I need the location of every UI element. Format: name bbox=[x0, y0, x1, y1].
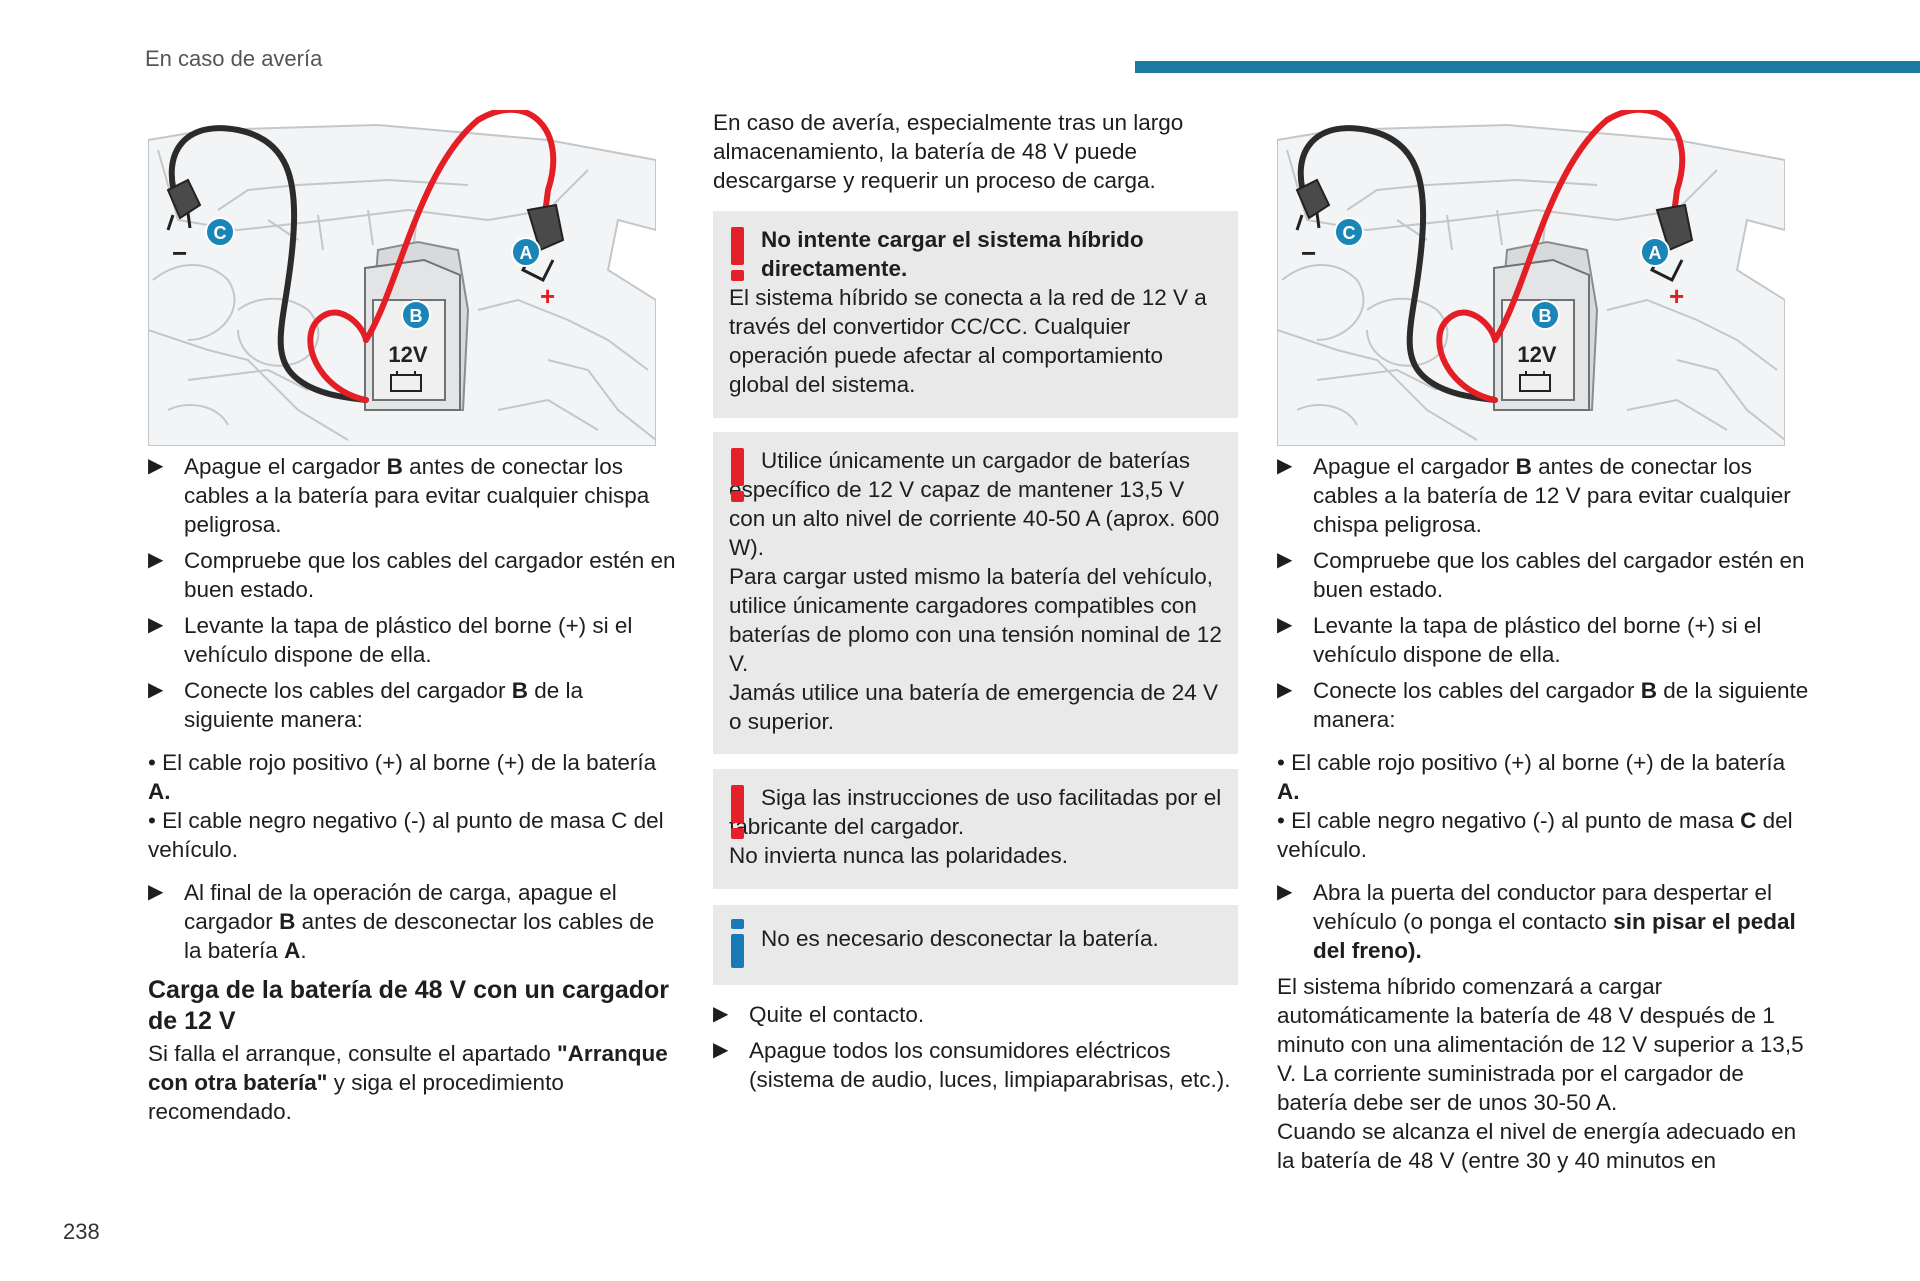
diagram-right: − + C A B 12V bbox=[1277, 110, 1785, 446]
triangle-bullet-icon: ▶ bbox=[1277, 549, 1293, 571]
triangle-bullet-icon: ▶ bbox=[713, 1039, 729, 1061]
triangle-bullet-icon: ▶ bbox=[148, 549, 164, 571]
page-header-title: En caso de avería bbox=[145, 46, 323, 71]
section-paragraph: Si falla el arranque, consulte el aparta… bbox=[148, 1041, 668, 1124]
list-item: ▶Compruebe que los cables del cargador e… bbox=[148, 548, 676, 602]
right-instructions: ▶Apague el cargador B antes de conectar … bbox=[1277, 452, 1812, 1175]
label-b: B bbox=[401, 300, 431, 330]
battery-charger-diagram: − + C A B 12V bbox=[148, 110, 656, 446]
plus-sign: + bbox=[540, 281, 555, 311]
triangle-bullet-icon: ▶ bbox=[1277, 679, 1293, 701]
battery-charger-diagram: − + C A B 12V bbox=[1277, 110, 1785, 446]
label-a: A bbox=[1640, 237, 1670, 267]
intro-paragraph: En caso de avería, especialmente tras un… bbox=[713, 110, 1184, 193]
label-a: A bbox=[511, 237, 541, 267]
triangle-bullet-icon: ▶ bbox=[148, 679, 164, 701]
svg-text:A: A bbox=[520, 243, 533, 263]
list-item: ▶Al final de la operación de carga, apag… bbox=[148, 880, 655, 963]
minus-sign: − bbox=[172, 238, 187, 268]
connection-steps: • El cable rojo positivo (+) al borne (+… bbox=[148, 750, 664, 862]
list-item: ▶Levante la tapa de plástico del borne (… bbox=[148, 613, 633, 667]
charging-paragraph: El sistema híbrido comenzará a cargar au… bbox=[1277, 974, 1804, 1115]
middle-instructions: ▶Quite el contacto. ▶Apague todos los co… bbox=[713, 1000, 1238, 1101]
page-number: 238 bbox=[63, 1219, 100, 1244]
list-item: ▶Apague el cargador B antes de conectar … bbox=[1277, 454, 1791, 537]
header-accent-bar bbox=[1135, 61, 1920, 73]
list-item: ▶Levante la tapa de plástico del borne (… bbox=[1277, 613, 1762, 667]
exclamation-icon bbox=[725, 227, 751, 281]
svg-text:C: C bbox=[214, 223, 227, 243]
left-instructions: ▶Apague el cargador B antes de conectar … bbox=[148, 452, 678, 1126]
svg-text:A: A bbox=[1649, 243, 1662, 263]
list-item: ▶Conecte los cables del cargador B de la… bbox=[148, 678, 583, 732]
label-c: C bbox=[1334, 217, 1364, 247]
diagram-left: − + C A B 12V bbox=[148, 110, 656, 446]
list-item: ▶Apague todos los consumidores eléctrico… bbox=[713, 1038, 1231, 1092]
info-icon bbox=[725, 919, 751, 968]
triangle-bullet-icon: ▶ bbox=[1277, 614, 1293, 636]
triangle-bullet-icon: ▶ bbox=[1277, 455, 1293, 477]
triangle-bullet-icon: ▶ bbox=[148, 614, 164, 636]
label-b: B bbox=[1530, 300, 1560, 330]
list-item: ▶Apague el cargador B antes de conectar … bbox=[148, 454, 650, 537]
triangle-bullet-icon: ▶ bbox=[1277, 881, 1293, 903]
svg-text:B: B bbox=[410, 306, 423, 326]
plus-sign: + bbox=[1669, 281, 1684, 311]
list-item: ▶Conecte los cables del cargador B de la… bbox=[1277, 678, 1809, 732]
charger-voltage-label: 12V bbox=[1517, 342, 1556, 367]
warning-box-hybrid: No intente cargar el sistema híbrido dir… bbox=[713, 211, 1238, 418]
list-item: ▶Compruebe que los cables del cargador e… bbox=[1277, 548, 1805, 602]
info-box: No es necesario desconectar la batería. bbox=[713, 905, 1238, 985]
exclamation-icon bbox=[725, 448, 751, 502]
charging-paragraph-continued: Cuando se alcanza el nivel de energía ad… bbox=[1277, 1119, 1797, 1173]
list-item: ▶Abra la puerta del conductor para despe… bbox=[1277, 880, 1796, 963]
triangle-bullet-icon: ▶ bbox=[148, 455, 164, 477]
svg-text:C: C bbox=[1343, 223, 1356, 243]
label-c: C bbox=[205, 217, 235, 247]
triangle-bullet-icon: ▶ bbox=[713, 1003, 729, 1025]
warning-box-instructions: Siga las instrucciones de uso facilitada… bbox=[713, 769, 1238, 889]
connection-steps: • El cable rojo positivo (+) al borne (+… bbox=[1277, 750, 1793, 862]
triangle-bullet-icon: ▶ bbox=[148, 881, 164, 903]
svg-text:B: B bbox=[1539, 306, 1552, 326]
section-heading: Carga de la batería de 48 V con un carga… bbox=[148, 976, 670, 1035]
charger-voltage-label: 12V bbox=[388, 342, 427, 367]
exclamation-icon bbox=[725, 785, 751, 839]
list-item: ▶Quite el contacto. bbox=[713, 1002, 925, 1027]
warning-box-charger: Utilice únicamente un cargador de baterí… bbox=[713, 432, 1238, 754]
minus-sign: − bbox=[1301, 238, 1316, 268]
